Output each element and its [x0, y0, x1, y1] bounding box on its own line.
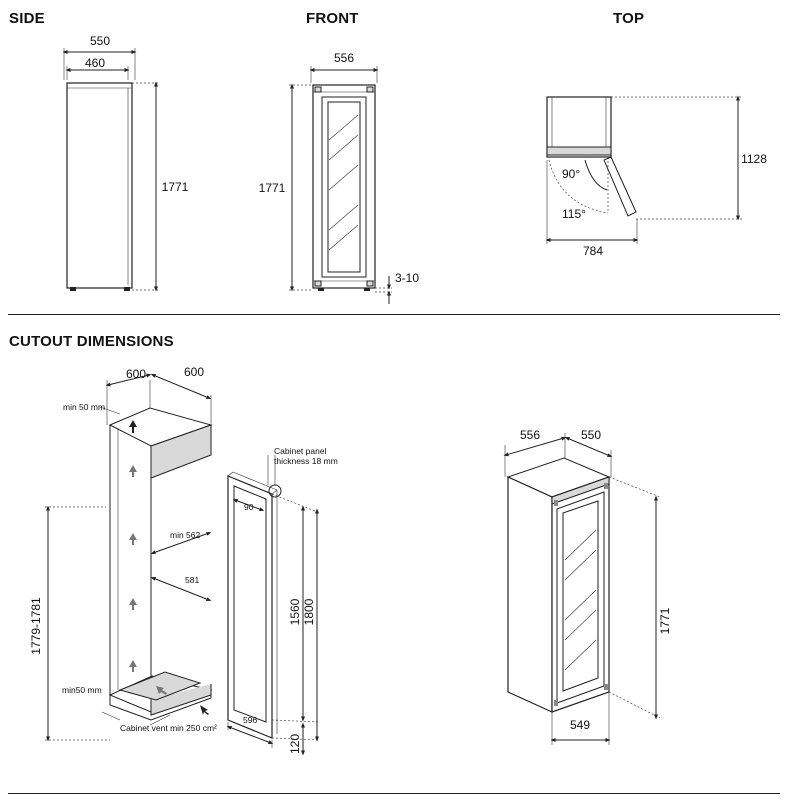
appliance-height-label: 1771 — [658, 607, 672, 634]
panel-width-label: 596 — [243, 715, 257, 725]
top-view-drawing: 90° 115° 1128 784 — [545, 95, 767, 258]
side-view-heading: SIDE — [9, 10, 45, 27]
appliance-iso-drawing: 556 550 1771 549 — [503, 428, 672, 745]
airflow-icon — [156, 686, 167, 695]
appliance-base-width-label: 549 — [570, 718, 590, 732]
cabinet-panel-outline — [227, 475, 273, 739]
front-height-label: 1771 — [259, 181, 286, 195]
cabinet-vent-label: Cabinet vent min 250 cm² — [120, 723, 217, 733]
vent-in-arrow-icon — [200, 705, 209, 715]
section-divider — [8, 314, 780, 315]
panel-thickness-note-line2: thickness 18 mm — [274, 456, 338, 466]
front-glass-panel — [327, 101, 361, 273]
side-height-label: 1771 — [162, 180, 189, 194]
niche-top-panel — [150, 424, 212, 479]
cutout-depth-label: 600 — [184, 365, 204, 379]
side-inner-depth-label: 460 — [85, 56, 105, 70]
door-panel-drawing: Cabinet panel thickness 18 mm 90 1560 18… — [226, 446, 338, 756]
side-view-drawing: 550 460 1771 — [62, 34, 189, 292]
door-115-position — [603, 156, 637, 217]
min-top-clearance-label: min 50 mm — [63, 402, 105, 412]
airflow-icon — [129, 533, 137, 545]
front-cabinet-outline — [312, 84, 376, 289]
side-cabinet-outline — [66, 82, 133, 289]
top-depth-label: 1128 — [741, 152, 767, 166]
airflow-out-icon — [129, 420, 137, 433]
panel-detail-circle — [268, 484, 282, 498]
front-width-label: 556 — [334, 51, 354, 65]
bottom-divider — [8, 793, 780, 794]
appliance-front-face — [551, 476, 610, 713]
side-foot — [70, 287, 76, 291]
cutout-width-label: 600 — [126, 367, 146, 381]
front-door-frame — [321, 96, 367, 278]
appliance-depth-label: 550 — [581, 428, 601, 442]
airflow-icon — [129, 465, 137, 477]
appliance-side-face — [507, 476, 553, 713]
min-bottom-clearance-label: min50 mm — [62, 685, 102, 695]
front-view-drawing: 556 1771 3-10 — [259, 51, 419, 304]
angle-90-label: 90° — [562, 167, 580, 181]
side-foot — [124, 287, 130, 291]
plinth-height-label: 120 — [288, 734, 302, 754]
cutout-dimensions-heading: CUTOUT DIMENSIONS — [9, 333, 174, 350]
front-feet-label: 3-10 — [395, 271, 419, 285]
airflow-icon — [129, 598, 137, 610]
front-view-heading: FRONT — [306, 10, 359, 27]
vent-area — [118, 671, 202, 701]
panel-top-offset-label: 90 — [244, 502, 254, 512]
airflow-icon — [129, 660, 137, 672]
niche-height-label: 1779-1781 — [29, 597, 43, 655]
angle-115-label: 115° — [562, 207, 586, 221]
min-width-label: min 562 — [170, 530, 201, 540]
appliance-width-label: 556 — [520, 428, 540, 442]
top-open-depth-label: 784 — [583, 244, 603, 258]
cutout-niche-drawing: 600 600 min 50 mm min 562 581 1779-1781 … — [29, 365, 217, 742]
side-depth-label: 550 — [90, 34, 110, 48]
panel-height-label: 1560 — [288, 598, 302, 625]
appliance-glass-door — [562, 500, 599, 692]
panel-thickness-note-line1: Cabinet panel — [274, 446, 327, 456]
panel-total-height-label: 1800 — [302, 598, 316, 625]
top-view-heading: TOP — [613, 10, 645, 27]
inner-depth-label: 581 — [185, 575, 199, 585]
